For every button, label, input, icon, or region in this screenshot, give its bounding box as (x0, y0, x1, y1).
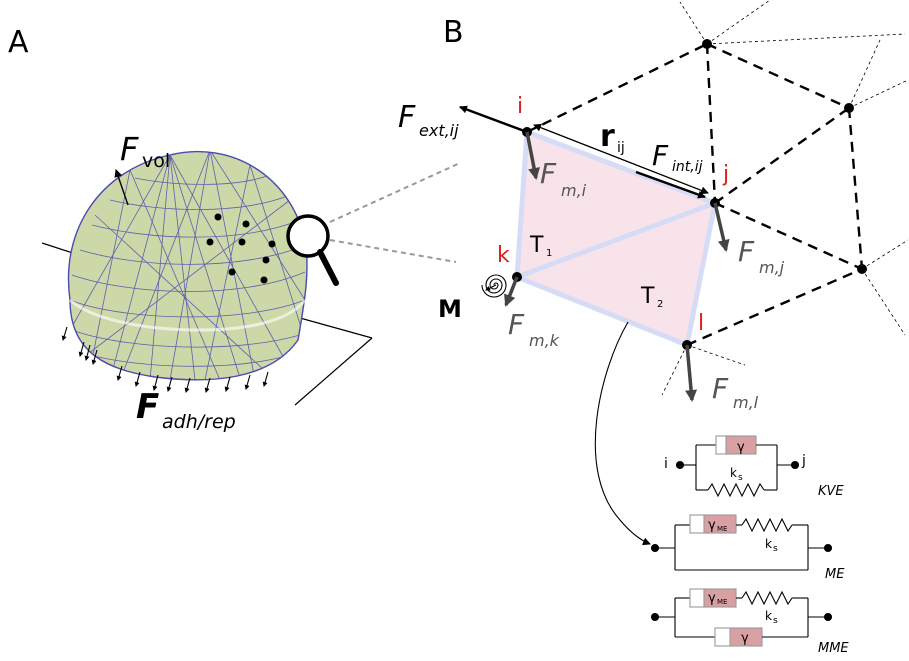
f-adh-label: F (136, 387, 159, 427)
dome-mesh (69, 151, 307, 380)
me-gamma-subscript: ME (717, 525, 727, 533)
f-m-l-subscript: m,l (733, 393, 759, 412)
mme-gamma-me-subscript: ME (717, 598, 727, 606)
f-ext-arrow (459, 105, 528, 134)
node-j-label: j (722, 162, 729, 187)
kve-ks: k (730, 466, 737, 480)
kve-ks-subscript: s (738, 473, 743, 483)
f-vol-label: F (120, 130, 139, 168)
t1-label: T (529, 233, 544, 258)
f-m-k-label: F (508, 308, 525, 341)
f-int-subscript: int,ij (672, 159, 703, 175)
kve-gamma: γ (737, 440, 745, 455)
kve-model-name: KVE (818, 484, 844, 499)
moment-spiral-icon (481, 274, 507, 298)
f-int-arrow (635, 170, 706, 199)
outer-mesh (661, 0, 909, 396)
panel-b-label: B (443, 15, 464, 50)
mme-gamma-me: γ (708, 591, 716, 606)
kve-right-node: j (801, 453, 806, 469)
f-m-i-subscript: m,i (561, 181, 587, 200)
me-ks: k (765, 537, 772, 551)
connector-arrow (594, 321, 651, 546)
r-ij-label: r (600, 119, 615, 154)
f-m-j-label: F (738, 235, 755, 268)
mme-gamma: γ (741, 631, 749, 646)
r-ij-subscript: ij (617, 140, 625, 156)
t2-label: T (640, 284, 655, 309)
me-model (650, 514, 833, 571)
me-model-name: ME (825, 567, 845, 582)
dome-marked-nodes (206, 213, 276, 284)
node-k-label: k (497, 243, 510, 268)
me-ks-subscript: s (773, 544, 778, 554)
zoom-lines (329, 162, 461, 263)
cell-dome (67, 150, 308, 381)
mme-ks: k (765, 609, 772, 623)
f-m-i-label: F (540, 157, 557, 190)
me-gamma: γ (708, 518, 716, 533)
neighbour-mesh (526, 42, 864, 347)
t1-subscript: 1 (546, 248, 552, 259)
moment-label: M (438, 295, 462, 323)
mme-model (650, 588, 833, 647)
f-ext-subscript: ext,ij (419, 121, 459, 140)
membrane-force-arrows (504, 131, 730, 402)
kve-model (675, 435, 800, 498)
mme-ks-subscript: s (773, 616, 778, 626)
f-m-j-subscript: m,j (759, 258, 785, 277)
node-l-label: l (698, 311, 704, 336)
f-adh-subscript: adh/rep (162, 411, 236, 433)
f-m-l-label: F (712, 372, 729, 405)
f-vol-arrow (114, 169, 129, 206)
panel-a-label: A (8, 25, 29, 60)
f-m-k-subscript: m,k (529, 331, 560, 350)
f-ext-label: F (398, 100, 416, 135)
adhesion-arrows (61, 326, 269, 393)
kve-left-node: i (664, 456, 668, 472)
f-vol-subscript: vol (142, 150, 170, 172)
t2-subscript: 2 (657, 299, 663, 310)
magnifier-icon (286, 214, 339, 286)
mme-model-name: MME (818, 641, 849, 656)
node-i-label: i (517, 94, 523, 119)
f-int-label: F (652, 139, 669, 172)
r-ij-arrow (533, 123, 709, 195)
